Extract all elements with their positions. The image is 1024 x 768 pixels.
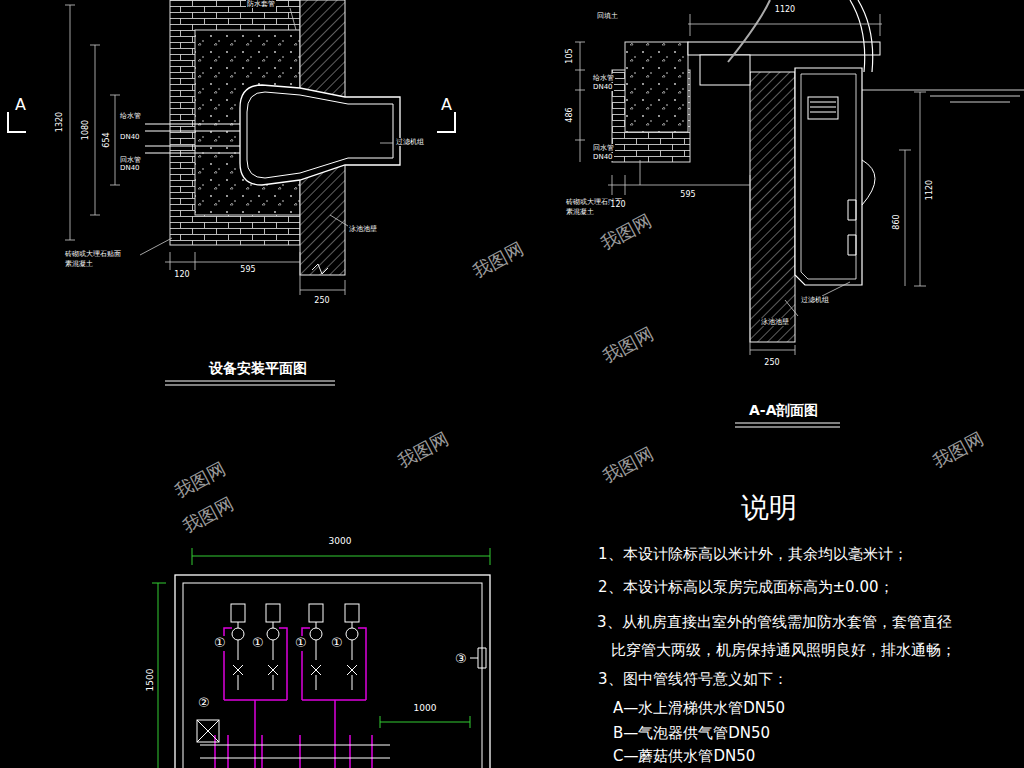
part-label: 过滤机组 <box>800 296 830 304</box>
notes-heading: 说明 <box>740 492 798 524</box>
callout-number: ① <box>251 636 265 651</box>
dimension: 1120 <box>774 5 796 14</box>
watermark: 我图网 <box>178 493 237 538</box>
pipe-label: DN40 <box>592 83 614 91</box>
callout-number: ② <box>197 696 211 711</box>
dimension: 595 <box>679 190 696 199</box>
pipe-label: 回水管 <box>119 156 142 164</box>
dimension: 1120 <box>925 179 934 201</box>
dimension: 250 <box>763 358 780 367</box>
dimension: 1500 <box>145 668 155 693</box>
drawing-title: 设备安装平面图 <box>208 360 308 376</box>
dimension: 1320 <box>55 111 64 133</box>
watermark: 我图网 <box>598 323 657 368</box>
pipe-label: 给水管 <box>119 112 142 120</box>
part-label: 泳池池壁 <box>760 318 790 326</box>
note-line: A—水上滑梯供水管DN50 <box>612 700 786 717</box>
pipe-label: 回水管 <box>592 144 615 152</box>
note-line: C—蘑菇供水管DN50 <box>612 748 756 765</box>
callout-number: ③ <box>454 652 468 667</box>
pipe-label: DN40 <box>119 133 141 141</box>
dimension: 1080 <box>81 119 90 141</box>
dimension: 120 <box>173 270 190 279</box>
part-label: 防水套管 <box>246 0 276 8</box>
plan-view <box>8 0 455 385</box>
part-label: 素混凝土 <box>64 260 94 268</box>
part-label: 过滤机组 <box>395 138 425 146</box>
watermark: 我图网 <box>393 428 452 473</box>
pump-room-plan <box>152 548 490 768</box>
section-mark: A <box>440 96 453 114</box>
section-view <box>575 0 1024 427</box>
note-line: 2、本设计标高以泵房完成面标高为±0.00； <box>597 579 895 596</box>
pipe-label: 给水管 <box>592 74 615 82</box>
dimension: 105 <box>565 47 574 64</box>
watermark: 我图网 <box>598 443 657 488</box>
drawing-title: A-A剖面图 <box>748 402 819 418</box>
callout-number: ① <box>213 636 227 651</box>
callout-number: ① <box>294 636 308 651</box>
dimension: 250 <box>313 296 330 305</box>
watermark: 我图网 <box>928 428 987 473</box>
dimension: 860 <box>892 213 901 230</box>
note-line: 3、从机房直接出室外的管线需加防水套管，套管直径 比穿管大两级，机房保持通风照明… <box>597 608 962 664</box>
callout-number: ① <box>330 636 344 651</box>
dimension: 486 <box>565 106 574 123</box>
note-line: B—气泡器供气管DN50 <box>612 725 771 742</box>
part-label: 素混凝土 <box>565 208 595 216</box>
note-line: 1、本设计除标高以米计外，其余均以毫米计； <box>597 546 909 563</box>
part-label: 砖砌或大理石贴面 <box>64 250 122 258</box>
pipe-label: DN40 <box>592 153 614 161</box>
part-label: 回填土 <box>596 12 619 20</box>
dimension: 1000 <box>413 703 438 713</box>
section-mark: A <box>14 96 27 114</box>
dimension: 3000 <box>328 536 353 546</box>
dimension: 120 <box>609 200 626 209</box>
dimension: 654 <box>102 131 111 148</box>
note-line: 3、图中管线符号意义如下： <box>597 671 789 688</box>
watermark: 我图网 <box>596 210 655 255</box>
part-label: 泳池池壁 <box>348 225 378 233</box>
watermark: 我图网 <box>468 238 527 283</box>
dimension: 595 <box>239 265 256 274</box>
pipe-label: DN40 <box>119 164 141 172</box>
